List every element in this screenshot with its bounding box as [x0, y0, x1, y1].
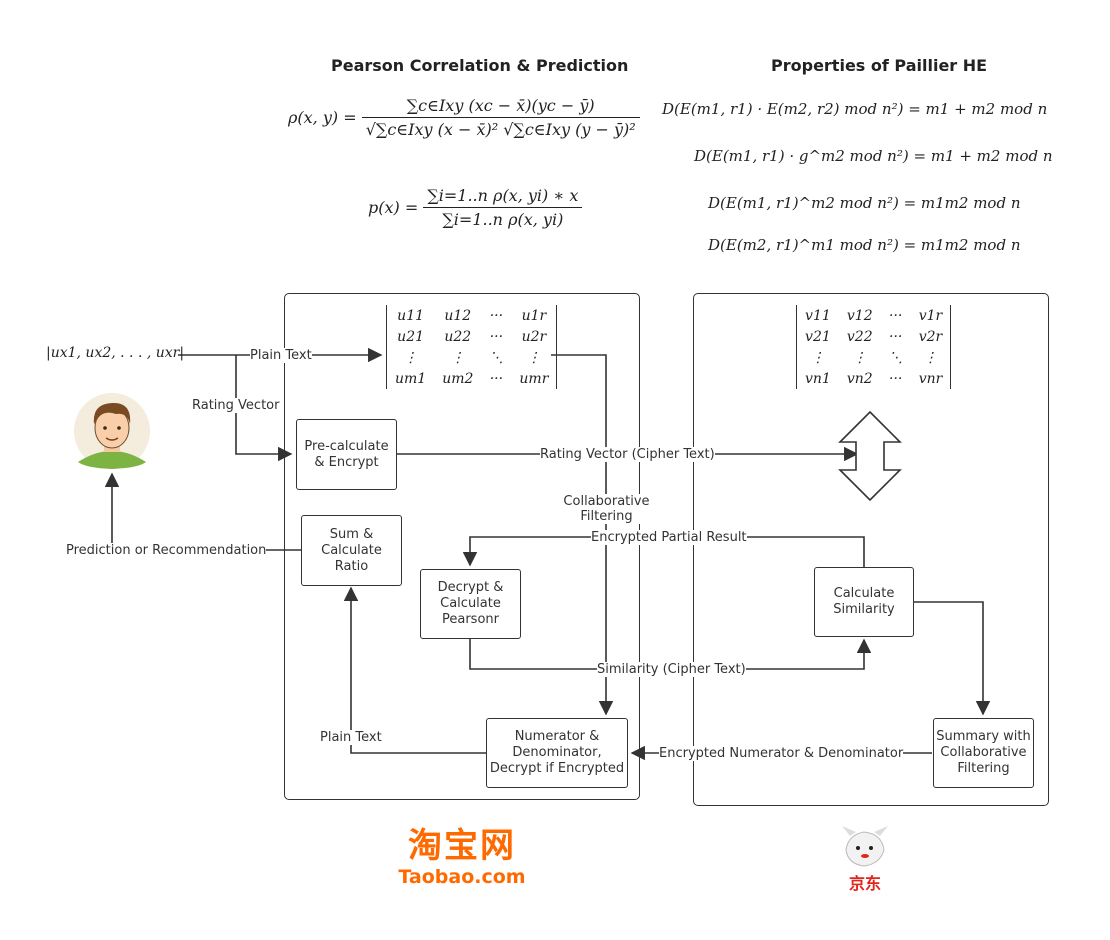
server-panel	[693, 293, 1049, 806]
label-rating-vector-cipher: Rating Vector (Cipher Text)	[540, 447, 715, 462]
label-rating-vector: Rating Vector	[192, 398, 280, 413]
taobao-logo: 淘宝网 Taobao.com	[388, 826, 536, 888]
prediction-lhs: p(x) =	[368, 198, 419, 217]
matrix-u-cell: ⋮	[526, 349, 541, 366]
matrix-v-cell: ⋮	[923, 349, 938, 366]
he-formula-4: D(E(m2, r1)^m1 mod n²) = m1m2 mod n	[708, 236, 1021, 254]
label-encrypted-partial: Encrypted Partial Result	[591, 530, 747, 545]
edge-sum-to-user	[104, 472, 301, 551]
matrix-u-cell: u12	[444, 307, 472, 324]
edge-numerator-to-sum	[343, 586, 486, 754]
matrix-u-cell: ⋮	[450, 349, 465, 366]
summary-cf-box: Summary with Collaborative Filtering	[933, 718, 1034, 788]
client-panel	[284, 293, 640, 800]
matrix-u-cell: ⋱	[489, 349, 504, 366]
matrix-v-row: v21 v22 ··· v2r	[797, 326, 950, 347]
pearson-title: Pearson Correlation & Prediction	[331, 56, 629, 75]
label-similarity-cipher: Similarity (Cipher Text)	[597, 662, 746, 677]
he-formula-3: D(E(m1, r1)^m2 mod n²) = m1m2 mod n	[708, 194, 1021, 212]
jd-mascot	[842, 826, 888, 867]
pearson-denominator: √∑c∈Ixy (x − x̄)² √∑c∈Ixy (y − ȳ)²	[365, 120, 636, 139]
matrix-u-cell: u22	[444, 328, 472, 345]
matrix-u-cell: ···	[489, 328, 504, 345]
prediction-denominator: ∑i=1..n ρ(x, yi)	[442, 210, 564, 229]
matrix-v-cell: v12	[846, 307, 873, 324]
matrix-v-cell: v21	[805, 328, 831, 345]
matrix-v-cell: v22	[846, 328, 873, 345]
matrix-v-cell: vn1	[805, 370, 831, 387]
matrix-u-row: u21 u22 ··· u2r	[387, 326, 556, 347]
decrypt-pearson-box: Decrypt & Calculate Pearsonr	[420, 569, 521, 639]
label-plain-text-top: Plain Text	[250, 348, 312, 363]
matrix-v-cell: v2r	[918, 328, 943, 345]
prediction-numerator: ∑i=1..n ρ(x, yi) ∗ x	[423, 186, 583, 208]
prediction-formula: p(x) = ∑i=1..n ρ(x, yi) ∗ x ∑i=1..n ρ(x,…	[368, 186, 583, 229]
user-avatar	[74, 393, 150, 469]
sum-ratio-box: Sum & Calculate Ratio	[301, 515, 402, 586]
matrix-u-row: u11 u12 ··· u1r	[387, 305, 556, 326]
paillier-title: Properties of Paillier HE	[771, 56, 988, 75]
matrix-u-cell: u1r	[521, 307, 547, 324]
matrix-v-cell: ⋮	[810, 349, 825, 366]
edge-matrix-to-numerator	[551, 354, 614, 716]
jd-logo: 京东	[848, 874, 881, 893]
matrix-u-cell: um1	[395, 370, 427, 387]
double-block-arrow	[838, 410, 902, 502]
matrix-u-row: um1 um2 ··· umr	[387, 368, 556, 389]
edge-similarity-to-summary	[914, 601, 991, 716]
matrix-v-cell: v1r	[918, 307, 943, 324]
matrix-u-row: ⋮ ⋮ ⋱ ⋮	[387, 347, 556, 368]
matrix-v-cell: v11	[805, 307, 831, 324]
matrix-u-cell: u11	[397, 307, 425, 324]
matrix-v-cell: vn2	[846, 370, 873, 387]
taobao-logo-en: Taobao.com	[398, 866, 526, 888]
matrix-u-cell: um2	[442, 370, 474, 387]
label-plain-text-bottom: Plain Text	[320, 730, 382, 745]
taobao-logo-cn: 淘宝网	[408, 826, 516, 866]
he-formula-2: D(E(m1, r1) · g^m2 mod n²) = m1 + m2 mod…	[694, 147, 1053, 165]
matrix-u-cell: ⋮	[403, 349, 418, 366]
matrix-v-cell: ⋮	[852, 349, 867, 366]
matrix-v-cell: ⋱	[888, 349, 903, 366]
pearson-numerator: ∑c∈Ixy (xc − x̄)(yc − ȳ)	[361, 96, 640, 118]
pearson-formula: ρ(x, y) = ∑c∈Ixy (xc − x̄)(yc − ȳ) √∑c∈I…	[288, 96, 640, 139]
matrix-v-row: ⋮ ⋮ ⋱ ⋮	[797, 347, 950, 368]
numerator-denominator-box: Numerator & Denominator, Decrypt if Encr…	[486, 718, 628, 788]
matrix-v: v11 v12 ··· v1r v21 v22 ··· v2r ⋮ ⋮ ⋱ ⋮ vn1 vn2 ··· vnr	[796, 305, 952, 389]
matrix-v-cell: ···	[889, 370, 903, 387]
label-collaborative-filtering: Collaborative Filtering	[560, 494, 653, 524]
edge-vector-to-precalc	[235, 355, 293, 462]
he-formula-1: D(E(m1, r1) · E(m2, r2) mod n²) = m1 + m…	[662, 100, 1048, 118]
rating-vector: |ux1, ux2, . . . , uxr|	[46, 345, 185, 361]
matrix-u: u11 u12 ··· u1r u21 u22 ··· u2r ⋮ ⋮ ⋱ ⋮ um1 um2 ··· umr	[386, 305, 558, 389]
matrix-v-row: v11 v12 ··· v1r	[797, 305, 950, 326]
label-encrypted-numden: Encrypted Numerator & Denominator	[659, 746, 904, 761]
matrix-v-row: vn1 vn2 ··· vnr	[797, 368, 950, 389]
precalc-encrypt-box: Pre-calculate & Encrypt	[296, 419, 397, 490]
matrix-v-cell: ···	[889, 328, 903, 345]
calculate-similarity-box: Calculate Similarity	[814, 567, 914, 637]
matrix-u-cell: ···	[489, 370, 504, 387]
matrix-v-cell: ···	[889, 307, 903, 324]
matrix-u-cell: u21	[397, 328, 425, 345]
matrix-u-cell: u2r	[521, 328, 547, 345]
matrix-v-cell: vnr	[918, 370, 943, 387]
label-prediction: Prediction or Recommendation	[66, 543, 267, 558]
matrix-u-cell: umr	[519, 370, 549, 387]
matrix-u-cell: ···	[489, 307, 504, 324]
pearson-lhs: ρ(x, y) =	[288, 108, 357, 127]
